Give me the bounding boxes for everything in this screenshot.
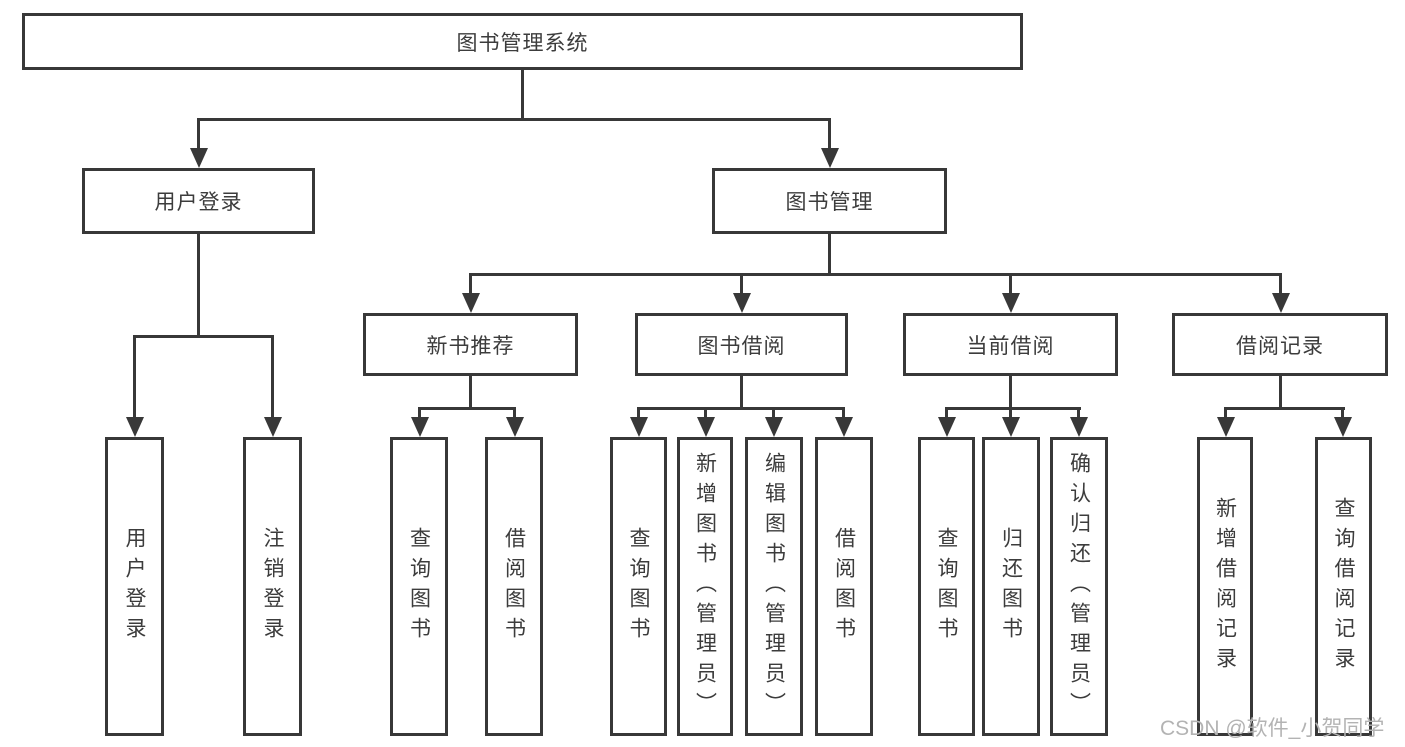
node-label: 查询借阅记录 (1332, 496, 1355, 677)
connector-arrow (842, 407, 845, 417)
node-add-books-admin: 新增图书（管理员） (677, 437, 733, 736)
node-query-books-current: 查询图书 (918, 437, 975, 736)
connector-arrow (637, 407, 640, 417)
node-label: 查询图书 (407, 526, 431, 647)
node-confirm-return-admin: 确认归还（管理员） (1050, 437, 1108, 736)
connector-arrow (828, 118, 831, 148)
node-logout: 注销登录 (243, 437, 302, 736)
connector-line (637, 407, 845, 410)
connector-line (1224, 407, 1345, 410)
node-edit-books-admin: 编辑图书（管理员） (745, 437, 803, 736)
connector-arrow (945, 407, 948, 417)
node-label: 归还图书 (999, 526, 1023, 647)
node-add-borrow-record: 新增借阅记录 (1197, 437, 1253, 736)
connector-line (197, 233, 200, 335)
connector-line (828, 233, 831, 273)
connector-arrow (1077, 407, 1080, 417)
node-book-management: 图书管理 (712, 168, 947, 234)
connector-line (740, 375, 743, 407)
connector-arrow (772, 407, 775, 417)
node-user-login-group: 用户登录 (82, 168, 315, 234)
connector-arrow (271, 335, 274, 417)
node-borrow-books: 借阅图书 (815, 437, 873, 736)
node-borrowing-records: 借阅记录 (1172, 313, 1388, 376)
node-label: 查询图书 (627, 526, 650, 647)
node-query-borrow-record: 查询借阅记录 (1315, 437, 1372, 736)
connector-arrow (1341, 407, 1344, 417)
connector-line (1279, 375, 1282, 407)
node-label: 编辑图书（管理员） (762, 451, 786, 722)
node-label: 用户登录 (123, 526, 146, 647)
connector-arrow (704, 407, 707, 417)
connector-line (521, 68, 524, 118)
connector-arrow (418, 407, 421, 417)
node-label: 用户登录 (154, 191, 243, 214)
connector-arrow (1009, 407, 1012, 417)
node-label: 图书管理 (785, 191, 874, 214)
node-label: 借阅图书 (502, 526, 526, 647)
connector-arrow (513, 407, 516, 417)
node-return-books: 归还图书 (982, 437, 1040, 736)
node-label: 借阅图书 (832, 526, 856, 647)
node-label: 借阅记录 (1236, 334, 1324, 358)
connector-arrow (1224, 407, 1227, 417)
connector-arrow (740, 273, 743, 293)
connector-line (469, 375, 472, 407)
connector-arrow (197, 118, 200, 148)
connector-line (133, 335, 274, 338)
connector-line (197, 118, 831, 121)
csdn-watermark: CSDN @软件_小贺同学 (1160, 717, 1385, 740)
connector-line (469, 273, 1282, 276)
node-label: 查询图书 (935, 526, 958, 647)
node-current-borrowing: 当前借阅 (903, 313, 1118, 376)
connector-arrow (469, 273, 472, 293)
connector-arrow (1009, 273, 1012, 293)
connector-line (418, 407, 516, 410)
node-borrow-books-recommend: 借阅图书 (485, 437, 543, 736)
node-query-books-recommend: 查询图书 (390, 437, 448, 736)
node-new-book-recommend: 新书推荐 (363, 313, 578, 376)
node-label: 新增图书（管理员） (693, 451, 717, 722)
node-label: 注销登录 (261, 526, 284, 647)
node-library-management-system: 图书管理系统 (22, 13, 1023, 70)
connector-line (1009, 375, 1012, 407)
node-label: 确认归还（管理员） (1067, 451, 1091, 722)
node-label: 当前借阅 (966, 334, 1055, 358)
node-label: 新书推荐 (426, 334, 515, 358)
connector-line (945, 407, 1081, 410)
connector-arrow (133, 335, 136, 417)
node-query-books-borrowing: 查询图书 (610, 437, 667, 736)
node-label: 图书管理系统 (456, 31, 589, 55)
node-label: 新增借阅记录 (1213, 496, 1237, 677)
node-book-borrowing: 图书借阅 (635, 313, 848, 376)
node-label: 图书借阅 (697, 334, 786, 358)
connector-arrow (1279, 273, 1282, 293)
node-user-login: 用户登录 (105, 437, 164, 736)
